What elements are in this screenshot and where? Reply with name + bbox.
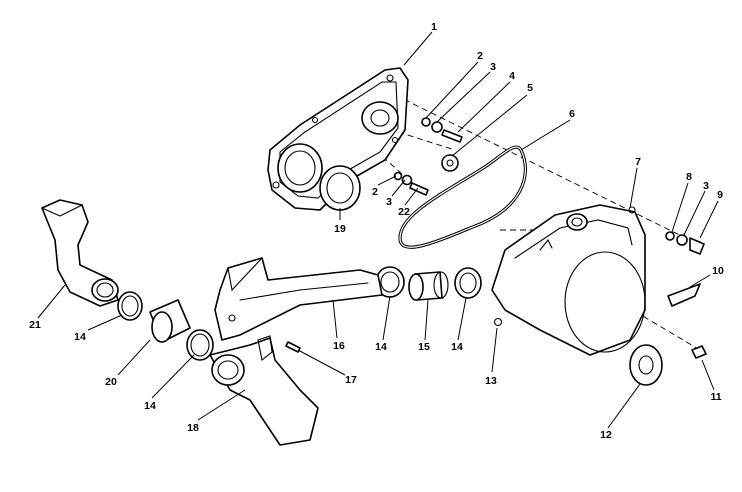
clamp-part-14-b [186, 329, 214, 361]
callout-4: 4 [509, 70, 515, 82]
callout-3-right: 3 [703, 180, 709, 192]
callout-14-c: 14 [375, 341, 387, 353]
callout-20: 20 [105, 376, 117, 388]
callout-17: 17 [345, 374, 357, 386]
callout-10: 10 [712, 265, 724, 277]
callout-5: 5 [527, 82, 533, 94]
callout-2-upper: 2 [477, 50, 483, 62]
coupler-sleeve-part-15 [408, 271, 449, 301]
callout-14-a: 14 [74, 331, 86, 343]
drive-belt-part-6 [398, 145, 527, 249]
callout-14-d: 14 [451, 341, 463, 353]
clamp-part-14-a [117, 291, 143, 321]
callout-21: 21 [29, 319, 41, 331]
bracket-part-10 [667, 283, 701, 307]
outlet-duct-part-16 [214, 257, 383, 341]
callout-1: 1 [431, 21, 437, 33]
cover-hardware-parts-8-3-9 [665, 231, 705, 255]
screw-part-17 [285, 341, 301, 353]
callout-14-b: 14 [144, 400, 156, 412]
callout-13: 13 [485, 375, 497, 387]
callout-15: 15 [418, 341, 430, 353]
lower-hardware-parts-2-3-22 [393, 171, 429, 196]
callout-16: 16 [333, 340, 345, 352]
callout-19: 19 [334, 223, 346, 235]
callout-labels: 1 2 3 4 5 6 7 8 3 9 10 11 12 13 14 14 14… [29, 21, 724, 441]
coupler-sleeve-part-20 [149, 299, 191, 343]
callout-18: 18 [187, 422, 199, 434]
lower-duct-part-18 [209, 335, 319, 446]
callout-12: 12 [600, 429, 612, 441]
clamp-part-14-d [454, 267, 482, 299]
leader-lines [37, 31, 719, 429]
callout-22: 22 [398, 206, 410, 218]
callout-9: 9 [717, 189, 723, 201]
callout-2-lower: 2 [372, 186, 378, 198]
plate-part-11 [691, 345, 707, 359]
intake-duct-part-21 [41, 199, 119, 307]
outer-cover-part-7 [491, 204, 646, 356]
callout-3-lower: 3 [386, 196, 392, 208]
gasket-part-12 [629, 344, 663, 386]
spacer-part-5 [441, 154, 459, 172]
seal-part-19 [319, 165, 361, 211]
inner-cover-part-1 [267, 67, 409, 211]
callout-7: 7 [635, 156, 641, 168]
callout-6: 6 [569, 108, 575, 120]
upper-hardware-parts-2-3-4 [421, 117, 463, 143]
callout-11: 11 [710, 391, 721, 403]
callout-3-upper: 3 [490, 61, 496, 73]
callout-8: 8 [686, 171, 692, 183]
